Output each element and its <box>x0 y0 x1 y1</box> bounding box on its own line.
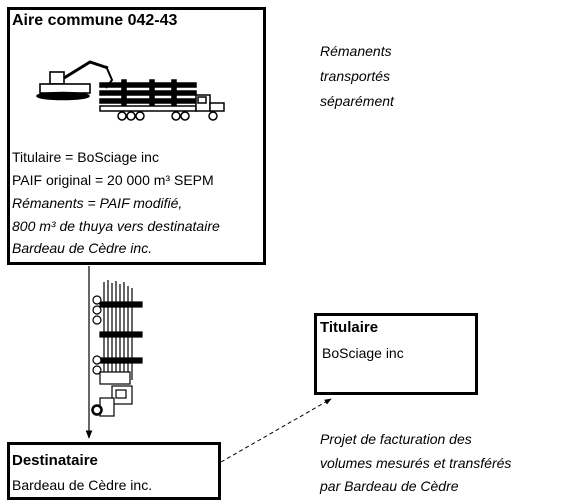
holder-box-title: Titulaire <box>320 319 379 336</box>
note-billing-line2: volumes mesurés et transférés <box>320 455 512 471</box>
loaded-truck-icon <box>91 280 143 417</box>
area-box-title: Aire commune 042-43 <box>12 12 178 29</box>
area-box <box>7 7 266 265</box>
log-truck-icon <box>99 79 225 121</box>
destination-box-name: Bardeau de Cèdre inc. <box>12 477 153 493</box>
note-billing-line3: par Bardeau de Cèdre <box>320 478 459 494</box>
area-line-destination: Bardeau de Cèdre inc. <box>12 240 153 256</box>
area-line-paif: PAIF original = 20 000 m³ SEPM <box>12 172 214 188</box>
destination-box <box>7 442 221 500</box>
note-remnants-line1: Rémanents <box>320 43 392 59</box>
note-billing-line1: Projet de facturation des <box>320 431 472 447</box>
area-line-thuya: 800 m³ de thuya vers destinataire <box>12 218 220 234</box>
dashed-arrow-to-holder <box>220 398 332 463</box>
note-remnants-line2: transportés <box>320 68 391 84</box>
area-line-holder: Titulaire = BoSciage inc <box>12 149 159 165</box>
note-remnants-line3: séparément <box>320 93 394 109</box>
excavator-icon <box>36 60 114 101</box>
holder-box-name: BoSciage inc <box>322 345 404 361</box>
holder-box <box>314 313 478 395</box>
destination-box-title: Destinataire <box>12 452 98 469</box>
area-line-remnants: Rémanents = PAIF modifié, <box>12 195 183 211</box>
